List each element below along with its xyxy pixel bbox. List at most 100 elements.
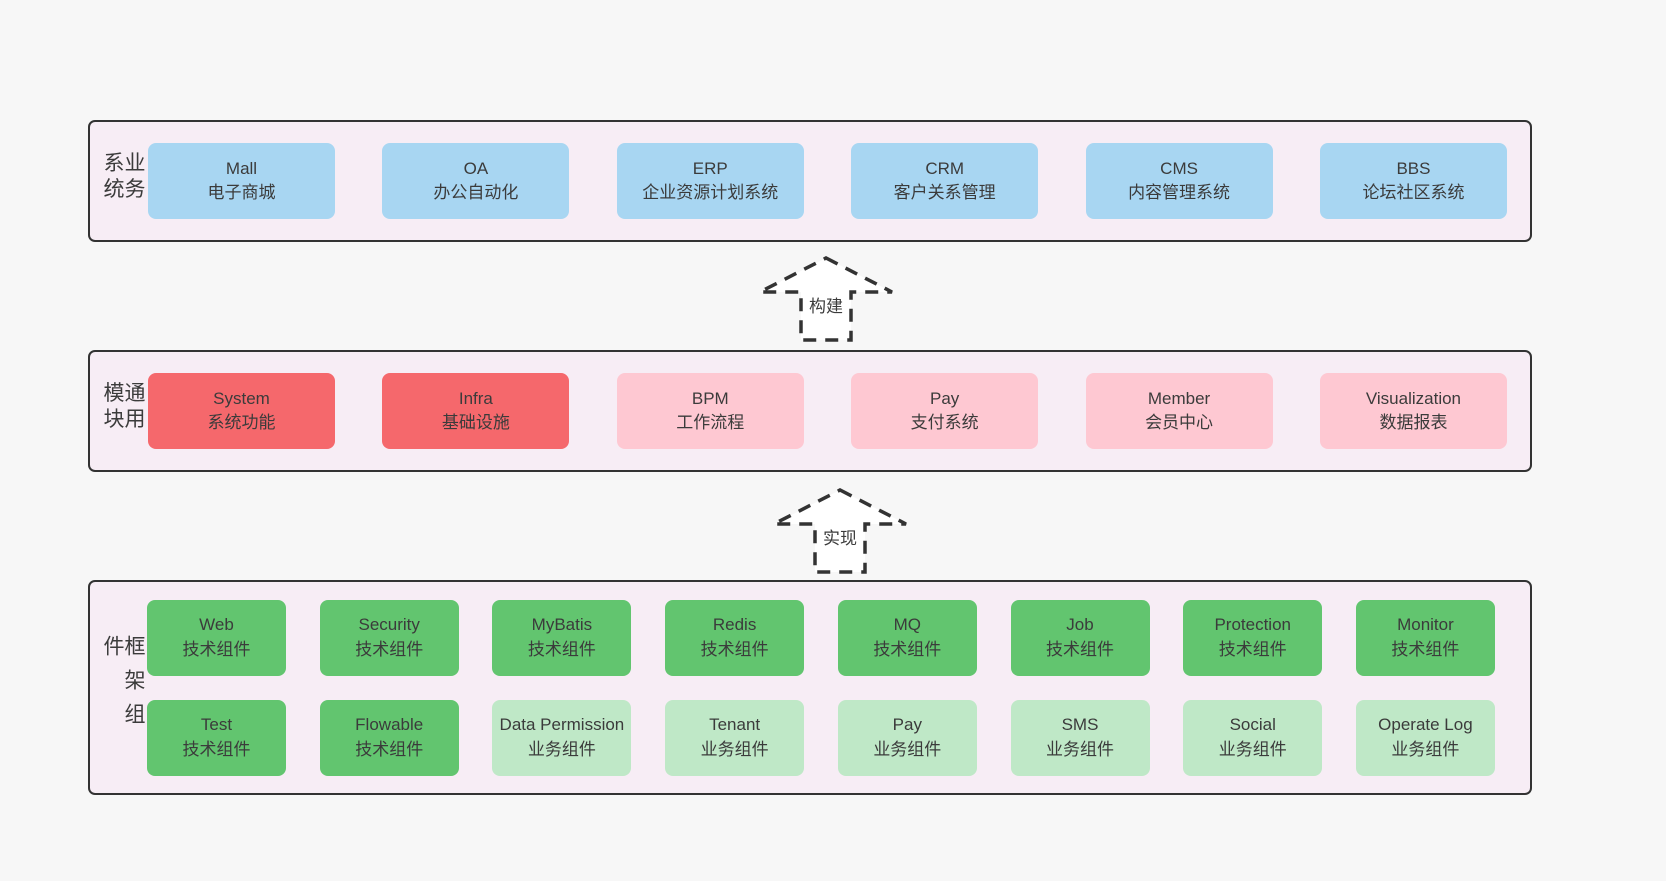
band-label-business: 业务系统 <box>101 151 145 204</box>
box-title: BBS <box>1396 158 1431 178</box>
box-pay: Pay 业务组件 <box>837 699 977 776</box>
box-visualization: Visualization 数据报表 <box>1319 373 1507 449</box>
box-subtitle: 技术组件 <box>1391 639 1460 659</box>
band-label-modules: 通用模块 <box>101 381 145 434</box>
box-subtitle: 基础设施 <box>441 413 510 432</box>
box-system: System 系统功能 <box>148 373 335 449</box>
folded-corner-icon <box>80 622 97 639</box>
box-title: Data Permission <box>499 715 625 735</box>
box-subtitle: 论坛社区系统 <box>1362 183 1465 202</box>
arrow-build-label: 构建 <box>806 291 846 318</box>
box-title: Job <box>1066 615 1094 635</box>
box-subtitle: 系统功能 <box>207 413 276 432</box>
box-member: Member 会员中心 <box>1085 373 1273 449</box>
arrow-implement-label: 实现 <box>820 523 860 550</box>
folded-corner-icon <box>80 365 97 382</box>
box-subtitle: 数据报表 <box>1379 413 1448 432</box>
box-redis: Redis 技术组件 <box>665 599 805 676</box>
box-infra: Infra 基础设施 <box>382 373 570 449</box>
box-subtitle: 办公自动化 <box>433 183 519 202</box>
box-title: Protection <box>1214 615 1291 635</box>
box-title: CRM <box>925 158 965 178</box>
box-crm: CRM 客户关系管理 <box>851 143 1039 219</box>
box-title: Tenant <box>709 715 761 735</box>
box-subtitle: 业务组件 <box>527 739 596 759</box>
box-web: Web 技术组件 <box>147 599 286 676</box>
sticky-note-label: 内置组件 <box>58 639 79 731</box>
box-subtitle: 技术组件 <box>700 639 769 659</box>
box-subtitle: 技术组件 <box>355 639 424 659</box>
box-row: System 系统功能 Infra 基础设施 BPM 工作流程 Pay 支付系统 Member 会… <box>148 373 1507 449</box>
box-flowable: Flowable 技术组件 <box>319 699 459 776</box>
box-subtitle: 业务组件 <box>1391 739 1460 759</box>
box-title: CMS <box>1160 158 1198 178</box>
box-title: Test <box>200 715 233 735</box>
box-title: System <box>213 388 270 408</box>
box-subtitle: 技术组件 <box>1046 639 1115 659</box>
box-title: Social <box>1229 715 1276 735</box>
box-title: OA <box>463 158 489 178</box>
box-test: Test 技术组件 <box>147 699 286 776</box>
box-subtitle: 技术组件 <box>873 639 942 659</box>
box-title: BPM <box>691 388 729 408</box>
sticky-note-components: 内置组件 <box>40 622 97 748</box>
box-title: Security <box>358 615 420 635</box>
box-title: Pay <box>892 715 922 735</box>
box-title: Operate Log <box>1378 715 1473 735</box>
box-title: Pay <box>930 388 960 408</box>
box-subtitle: 技术组件 <box>355 739 424 759</box>
sticky-note-modules: 内置功能 <box>40 365 97 467</box>
box-title: Web <box>199 615 234 635</box>
box-operate-log: Operate Log 业务组件 <box>1355 699 1495 776</box>
box-subtitle: 企业资源计划系统 <box>642 183 779 202</box>
box-data-permission: Data Permission 业务组件 <box>492 699 632 776</box>
box-protection: Protection 技术组件 <box>1183 599 1323 676</box>
box-subtitle: 业务组件 <box>1218 739 1287 759</box>
box-oa: OA 办公自动化 <box>382 143 570 219</box>
box-subtitle: 业务组件 <box>700 739 769 759</box>
box-subtitle: 内容管理系统 <box>1128 183 1231 202</box>
box-title: Mall <box>225 158 258 178</box>
box-title: Infra <box>458 388 493 408</box>
box-title: Redis <box>712 615 757 635</box>
box-subtitle: 客户关系管理 <box>893 183 996 202</box>
box-security: Security 技术组件 <box>319 599 459 676</box>
band-label-components: 框架组件 <box>101 634 145 737</box>
box-bpm: BPM 工作流程 <box>616 373 804 449</box>
box-title: Member <box>1147 388 1211 408</box>
box-job: Job 技术组件 <box>1010 599 1150 676</box>
box-subtitle: 技术组件 <box>1218 639 1287 659</box>
box-subtitle: 技术组件 <box>182 639 251 659</box>
sticky-note-label: 内置功能 <box>58 370 79 462</box>
box-bbs: BBS 论坛社区系统 <box>1319 143 1507 219</box>
box-title: Flowable <box>355 715 424 735</box>
box-title: Visualization <box>1365 388 1462 408</box>
band-modules: 内置功能 通用模块 System 系统功能 Infra 基础设施 BPM 工作流程 Pay 支付系… <box>40 350 1532 472</box>
box-pay: Pay 支付系统 <box>851 373 1039 449</box>
box-subtitle: 电子商城 <box>207 183 276 202</box>
arrow-build: 构建 <box>757 255 895 343</box>
box-subtitle: 会员中心 <box>1145 413 1214 432</box>
box-title: SMS <box>1061 715 1099 735</box>
box-social: Social 业务组件 <box>1183 699 1323 776</box>
box-tenant: Tenant 业务组件 <box>665 699 805 776</box>
box-subtitle: 技术组件 <box>182 739 251 759</box>
box-subtitle: 支付系统 <box>910 413 979 432</box>
box-subtitle: 工作流程 <box>676 413 745 432</box>
box-subtitle: 业务组件 <box>873 739 942 759</box>
arrow-implement: 实现 <box>771 487 909 575</box>
box-mall: Mall 电子商城 <box>148 143 335 219</box>
